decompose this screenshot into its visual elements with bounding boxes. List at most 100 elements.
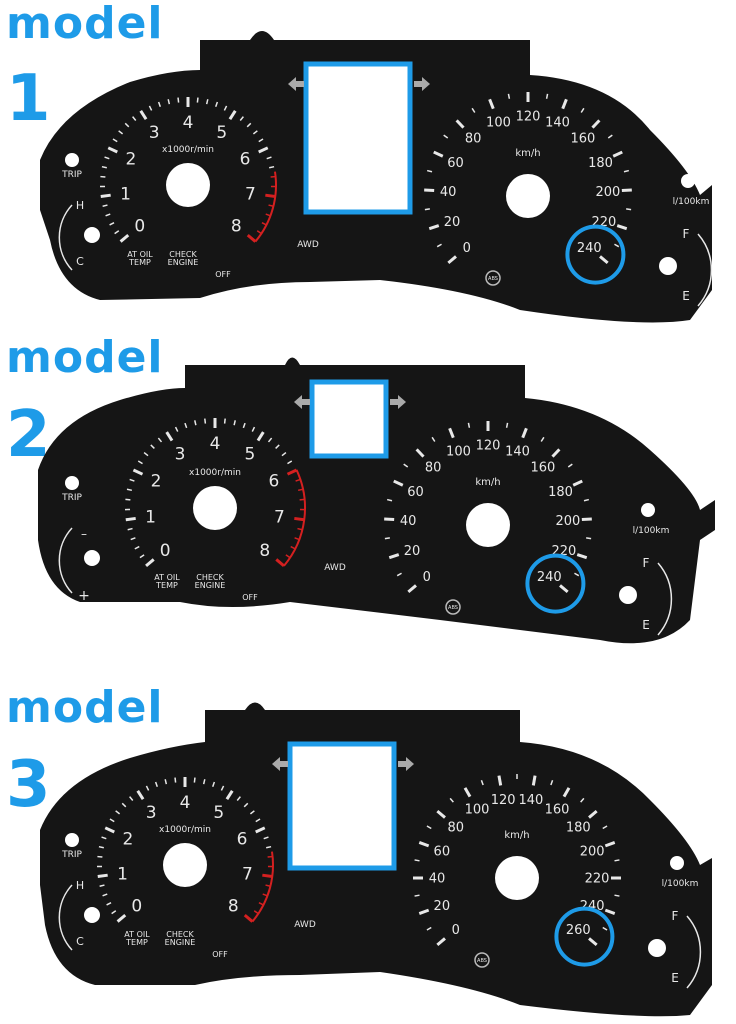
speed-label: 40 [440,185,457,200]
tach-tick [130,537,136,541]
speed-label: 160 [530,460,555,475]
tach-tick [127,527,133,531]
tach-tick [275,558,285,567]
speed-tick [414,859,420,862]
temp-gauge-arc [58,204,73,271]
knob-hole-right [619,586,637,604]
fuel-full-label: F [683,227,690,241]
knob-hole [84,550,100,566]
model-number: 1 [6,62,51,136]
speed-tick [604,908,616,915]
at-oil-temp-label: AT OIL [127,250,153,259]
button-hole-right [670,856,684,870]
tach-tick [223,105,228,111]
speed-tick [414,894,420,897]
fuel-econ-plus-label: + [78,588,90,604]
speed-label: 80 [447,820,464,835]
tach-label: 2 [125,149,136,169]
speed-label: 80 [425,460,442,475]
tach-tick [126,488,133,492]
tach-tick [266,845,272,849]
speed-label: 140 [518,793,543,808]
tach-label: 6 [268,472,279,492]
knob-hole-right [648,939,666,957]
tach-label: 1 [145,508,156,528]
speed-tick [396,572,402,577]
tach-tick [132,468,144,476]
tach-label: 8 [231,217,242,237]
speed-label: 40 [429,872,446,887]
fuel-gauge-arc [697,233,713,307]
tach-needle-hole [163,843,207,887]
tach-tick [101,165,107,169]
tach-tick [154,781,159,788]
tach-tick [167,99,171,105]
temp-hot-label: H [76,199,84,212]
panel-body [38,357,715,644]
speed-tick [471,107,476,113]
temp-cold-label: C [76,935,84,948]
at-oil-temp-label: AT OIL [124,930,150,939]
speed-tick [616,224,628,231]
tach-label: 5 [245,444,256,464]
speed-tick [505,422,509,428]
off-label: OFF [215,270,231,279]
speed-tick [576,553,588,560]
speed-tick [415,448,425,458]
speed-label: 0 [423,570,431,585]
speed-tick [614,243,620,248]
speed-label: 240 [577,241,602,256]
tach-tick [119,233,130,243]
tach-tick [202,779,206,785]
tach-tick [174,426,179,432]
speed-label: 180 [588,156,613,171]
speed-label: 20 [434,899,451,914]
tach-tick [246,122,252,128]
tach-unit-label: x1000r/min [159,825,211,835]
tach-tick [105,213,111,217]
tach-tick [243,802,249,808]
tach-tick [251,426,256,432]
tach-tick [121,802,127,808]
tach-label: 2 [151,472,162,492]
check-engine-label: CHECK [196,573,224,582]
speed-tick [580,797,585,803]
model-word: model [6,682,164,733]
speed-tick [604,841,616,848]
speed-label: 60 [447,156,464,171]
tach-tick [98,845,104,849]
speed-label: 120 [516,110,541,125]
tach-tick [129,796,134,801]
speed-label: 180 [566,820,591,835]
turn-right-arrow-icon [414,77,430,91]
knob-hole-right [659,257,677,275]
temp-cold-label: C [76,255,84,268]
tach-tick [177,97,180,103]
check-engine-label: CHECK [166,930,194,939]
fuel-gauge-arc [657,562,673,636]
off-label: OFF [212,950,228,959]
speed-label: 200 [555,514,580,529]
temp-gauge-arc [58,527,73,594]
speed-label: 240 [537,570,562,585]
tach-tick [148,105,153,111]
tach-label: 0 [160,541,171,561]
speed-tick [602,926,608,931]
tach-tick [109,222,115,226]
tach-tick [107,146,118,154]
tach-label: 6 [237,829,248,849]
speed-label: 20 [444,215,461,230]
turn-right-arrow-icon [390,395,406,409]
tach-tick [246,233,257,243]
speed-needle-hole [506,174,550,218]
fuel-full-label: F [643,556,650,570]
speed-tick [463,787,472,798]
check-engine-label: CHECK [169,250,197,259]
speed-tick [602,825,608,830]
tach-label: 3 [175,444,186,464]
speed-label: 200 [595,185,620,200]
speed-label: 140 [545,115,570,130]
speed-tick [497,775,503,786]
speed-tick [449,797,454,803]
